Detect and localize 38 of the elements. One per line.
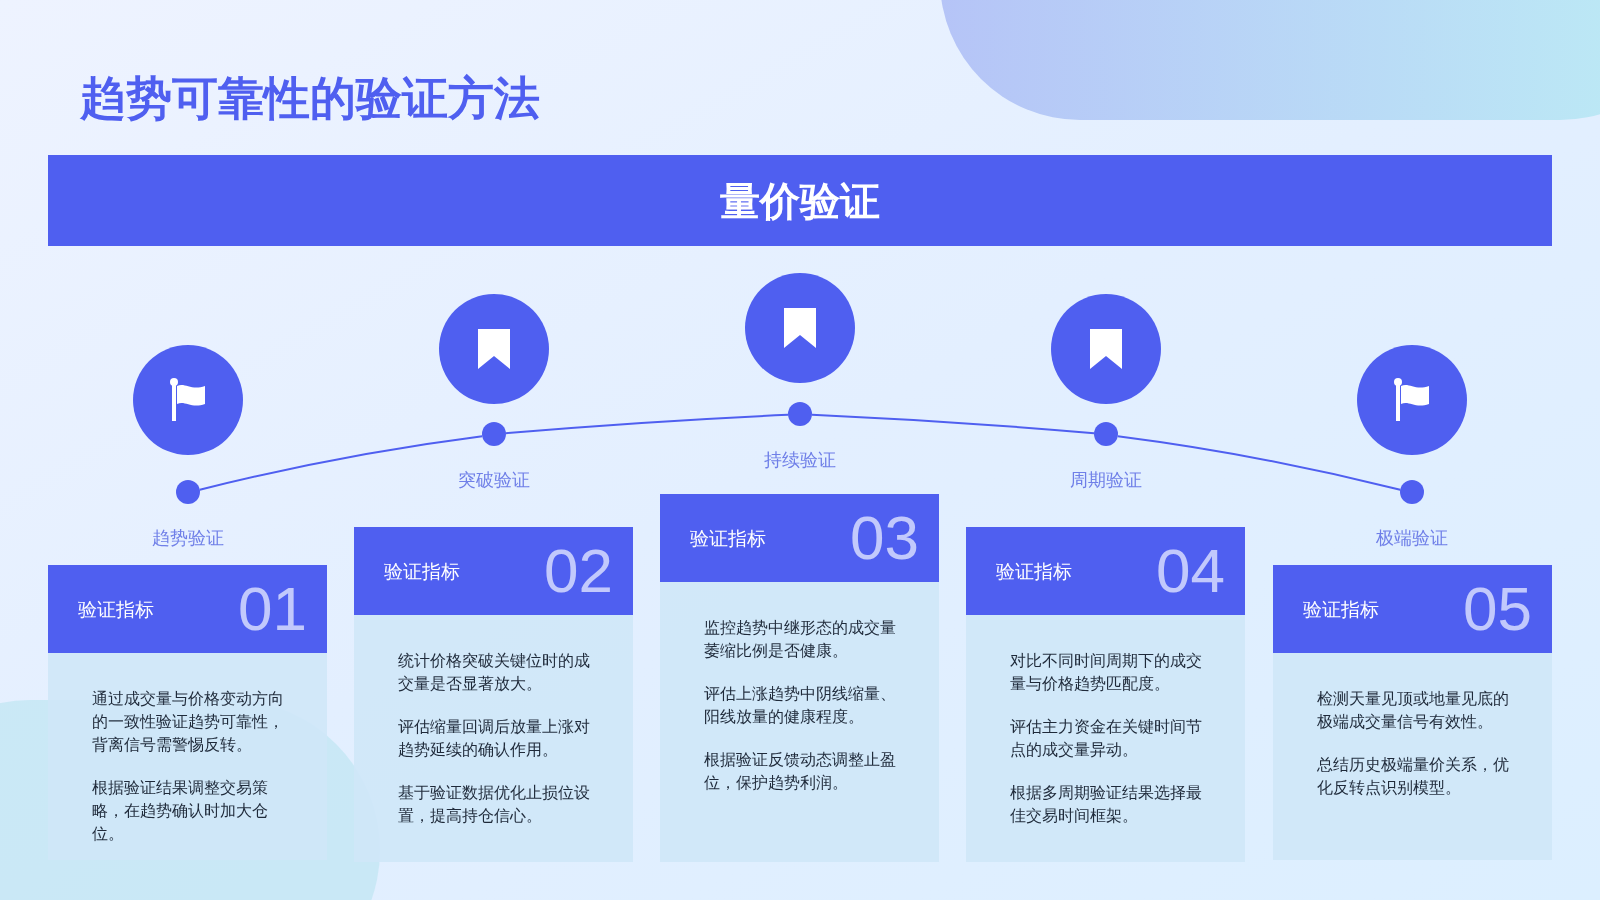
info-card <box>354 527 633 862</box>
card-heading: 验证指标 <box>1303 596 1379 622</box>
card-text: 对比不同时间周期下的成交量与价格趋势匹配度。 <box>1010 650 1203 695</box>
card-text: 总结历史极端量价关系，优化反转点识别模型。 <box>1317 754 1510 799</box>
card-text: 根据多周期验证结果选择最佳交易时间框架。 <box>1010 782 1203 827</box>
card-text: 统计价格突破关键位时的成交量是否显著放大。 <box>398 650 591 695</box>
card-text: 基于验证数据优化止损位设置，提高持仓信心。 <box>398 782 591 827</box>
card-heading: 验证指标 <box>384 558 460 584</box>
card-text: 评估主力资金在关键时间节点的成交量异动。 <box>1010 716 1203 761</box>
card-text: 根据验证反馈动态调整止盈位，保护趋势利润。 <box>704 749 897 794</box>
card-text: 监控趋势中继形态的成交量萎缩比例是否健康。 <box>704 617 897 662</box>
card-number: 02 <box>544 540 613 602</box>
title: 趋势可靠性的验证方法 <box>80 70 540 127</box>
stage-label: 趋势验证 <box>151 526 225 550</box>
card-heading: 验证指标 <box>996 558 1072 584</box>
card-text: 检测天量见顶或地量见底的极端成交量信号有效性。 <box>1317 688 1510 733</box>
card-heading: 验证指标 <box>78 596 154 622</box>
card-text: 评估上涨趋势中阴线缩量、阳线放量的健康程度。 <box>704 683 897 728</box>
info-card <box>48 565 327 860</box>
card-text: 根据验证结果调整交易策略，在趋势确认时加大仓位。 <box>92 777 269 845</box>
stage-label: 周期验证 <box>1069 468 1143 492</box>
card-number: 01 <box>238 578 307 640</box>
timeline-curve <box>1116 435 1402 491</box>
card-number: 04 <box>1156 540 1225 602</box>
card-number: 03 <box>850 507 919 569</box>
card-text: 通过成交量与价格变动方向的一致性验证趋势可靠性，背离信号需警惕反转。 <box>92 688 285 756</box>
timeline-curve <box>198 435 484 491</box>
info-card <box>966 527 1245 862</box>
banner-title: 量价验证 <box>720 176 880 226</box>
stage-label: 突破验证 <box>457 468 531 492</box>
info-card <box>660 494 939 862</box>
header-banner <box>48 155 1552 246</box>
card-heading: 验证指标 <box>690 525 766 551</box>
stage-label: 持续验证 <box>763 448 837 472</box>
info-card <box>1273 565 1552 860</box>
card-text: 评估缩量回调后放量上涨对趋势延续的确认作用。 <box>398 716 591 761</box>
stage-label: 极端验证 <box>1375 526 1449 550</box>
card-number: 05 <box>1463 578 1532 640</box>
